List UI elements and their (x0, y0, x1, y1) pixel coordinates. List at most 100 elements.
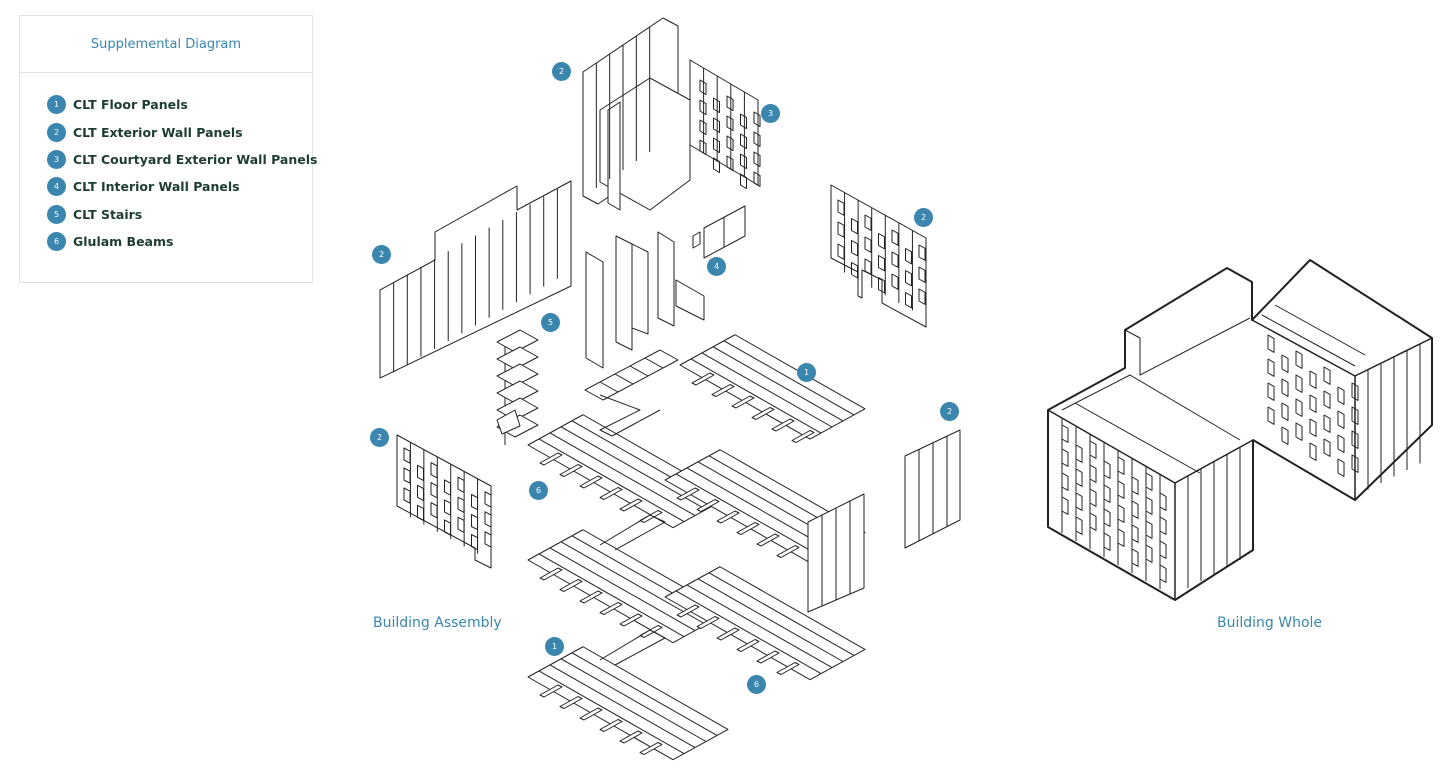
window-opening (1351, 430, 1359, 449)
window-opening (1323, 438, 1331, 457)
window-opening (444, 479, 451, 496)
glulam-beam (599, 719, 623, 732)
corridor-connector (599, 629, 666, 666)
legend-item-label: CLT Floor Panels (73, 97, 188, 113)
window-opening (699, 79, 707, 96)
glulam-beam (579, 590, 603, 604)
window-opening (430, 462, 438, 479)
legend-item-label: CLT Courtyard Exterior Wall Panels (73, 151, 318, 167)
window-opening (1323, 366, 1331, 385)
glulam-beam (716, 627, 740, 641)
window-opening (864, 258, 872, 275)
window-opening (713, 97, 720, 114)
slab-seam-line (549, 432, 696, 516)
glulam-beam (711, 384, 735, 397)
callout-badge-floor-panels: 1 (545, 637, 564, 656)
glulam-beam (676, 487, 700, 501)
window-opening (1351, 382, 1359, 401)
window-opening (837, 243, 845, 260)
callout-badge-exterior-wall: 2 (370, 428, 389, 447)
floor-slab (679, 334, 866, 440)
window-opening (740, 173, 747, 190)
glulam-beam (619, 730, 643, 744)
legend-item-floor-panels: 1 CLT Floor Panels (47, 91, 312, 118)
glulam-beam (539, 684, 563, 698)
window-opening (1295, 374, 1303, 393)
window-opening (699, 99, 707, 116)
legend-item-label: CLT Stairs (73, 206, 143, 222)
legend-panel: Supplemental Diagram 1 CLT Floor Panels … (19, 15, 317, 283)
window-opening (1309, 442, 1317, 461)
window-opening (1337, 386, 1345, 405)
window-opening (918, 266, 926, 283)
glulam-beam (559, 464, 583, 477)
clt-stairs (496, 329, 539, 445)
window-opening (484, 531, 492, 548)
glulam-beam (559, 696, 583, 709)
glulam-beam (676, 604, 700, 618)
glulam-beam (776, 662, 800, 675)
slab-seam-line (599, 381, 619, 393)
callout-badge-exterior-wall: 2 (914, 208, 933, 227)
window-opening (891, 273, 899, 290)
window-opening (471, 514, 478, 531)
exterior-wall-lower-left (396, 434, 492, 569)
window-opening (699, 119, 707, 136)
window-opening (837, 199, 845, 216)
window-opening (457, 476, 465, 493)
window-opening (740, 133, 747, 150)
legend-number-badge: 5 (47, 204, 66, 224)
slab-seam-line (675, 473, 822, 558)
window-opening (403, 447, 411, 464)
slab-seam-line (560, 658, 707, 742)
window-opening (726, 95, 734, 112)
glulam-beam (691, 372, 715, 386)
glulam-beam (619, 498, 643, 512)
window-opening (1267, 382, 1275, 401)
interior-wall-panels (585, 205, 746, 369)
glulam-beam (639, 742, 663, 755)
legend-item-exterior-wall-panels: 2 CLT Exterior Wall Panels (47, 118, 312, 145)
building-whole (1047, 259, 1433, 601)
window-opening (1323, 414, 1331, 433)
glulam-beam (579, 475, 603, 489)
slab-seam-line (571, 652, 718, 736)
glulam-beam (539, 452, 563, 466)
window-opening (864, 236, 872, 253)
window-opening (444, 499, 451, 516)
slab-seam-line (538, 553, 685, 638)
window-opening (905, 292, 912, 309)
slab-seam-line (712, 346, 844, 422)
slab-seam-line (701, 352, 833, 428)
window-opening (1309, 394, 1317, 413)
window-opening (1281, 426, 1289, 445)
callout-badge-floor-panels: 1 (797, 363, 816, 382)
window-opening (417, 504, 424, 522)
slab-seam-line (549, 547, 696, 631)
glulam-beam (751, 407, 775, 420)
floor-slab (664, 566, 866, 681)
window-opening (726, 115, 734, 132)
slab-seam-line (629, 365, 649, 377)
window-opening (1309, 370, 1317, 389)
stair-landing (496, 363, 539, 387)
window-opening (740, 153, 747, 170)
legend-item-glulam-beams: 6 Glulam Beams (47, 228, 312, 255)
exterior-wall-right-upper (830, 184, 927, 328)
legend-number-badge: 3 (47, 149, 66, 169)
legend-item-label: Glulam Beams (73, 234, 174, 250)
exterior-wall-far-right (904, 429, 961, 549)
caption-building-whole: Building Whole (1217, 615, 1323, 631)
callout-badge-glulam-beams: 6 (747, 675, 766, 694)
window-opening (484, 491, 492, 508)
glulam-beam (579, 707, 603, 721)
window-opening (878, 255, 885, 272)
window-opening (753, 151, 761, 168)
window-opening (851, 218, 858, 235)
glulam-beam (736, 522, 760, 535)
glulam-beam (771, 418, 795, 432)
glulam-beam (731, 395, 755, 409)
window-opening (403, 467, 411, 484)
callout-badge-exterior-wall: 2 (552, 62, 571, 81)
